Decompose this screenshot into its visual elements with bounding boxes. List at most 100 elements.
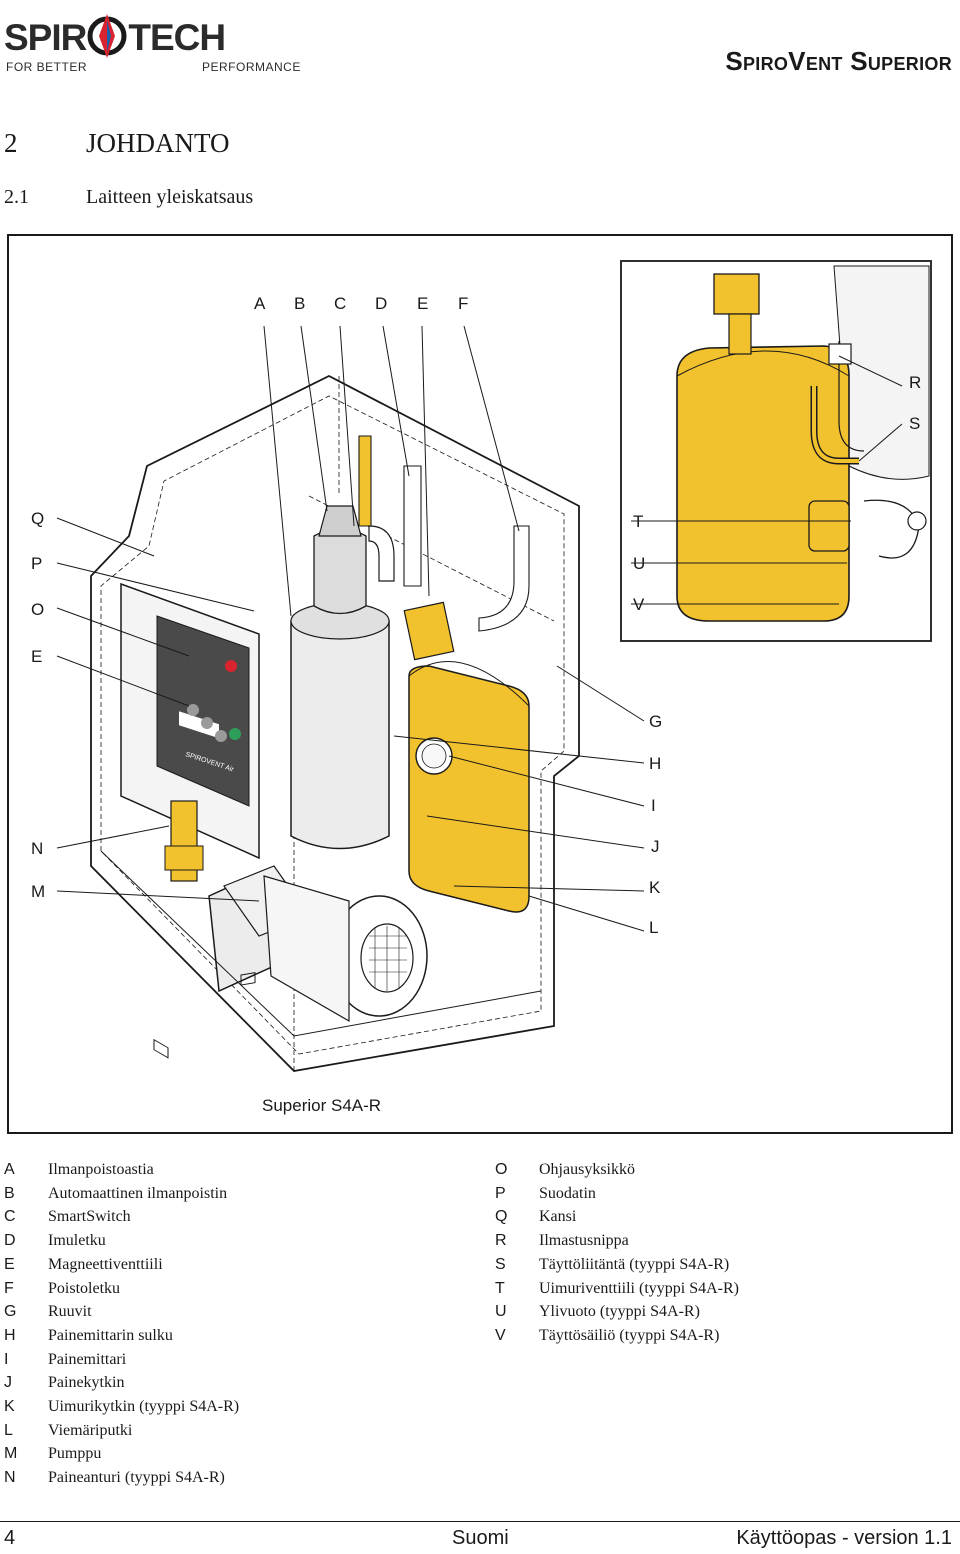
legend-key: T bbox=[495, 1279, 505, 1297]
legend-key: J bbox=[4, 1374, 12, 1392]
fill-tank bbox=[403, 601, 530, 913]
brand-logo: SPIR TECH bbox=[4, 14, 226, 59]
legend-text: Ruuvit bbox=[48, 1303, 92, 1321]
brand-logo-right: TECH bbox=[128, 17, 226, 58]
callout-H: H bbox=[649, 754, 662, 773]
subsection-heading: 2.1 Laitteen yleiskatsaus bbox=[4, 186, 253, 209]
legend-item: O Ohjausyksikkö bbox=[495, 1161, 635, 1179]
callout-V: V bbox=[633, 595, 645, 614]
footer-page-number: 4 bbox=[4, 1527, 16, 1549]
legend-key: G bbox=[4, 1303, 17, 1321]
legend-text: Poistoletku bbox=[48, 1279, 121, 1297]
control-panel: SPIROVENT Air bbox=[120, 582, 260, 860]
callout-F: F bbox=[458, 294, 469, 313]
callout-U: U bbox=[633, 554, 646, 573]
legend-text: Pumppu bbox=[48, 1445, 102, 1463]
callout-N: N bbox=[31, 839, 44, 858]
callout-I: I bbox=[651, 796, 656, 815]
legend-key: R bbox=[495, 1232, 507, 1250]
deaeration-vessel bbox=[290, 435, 530, 850]
legend-text: SmartSwitch bbox=[48, 1208, 131, 1226]
legend-key: N bbox=[4, 1469, 16, 1487]
callout-E-left: E bbox=[31, 647, 43, 666]
brand-tagline-right: PERFORMANCE bbox=[202, 60, 301, 74]
subsection-number: 2.1 bbox=[4, 186, 29, 208]
legend-key: C bbox=[4, 1208, 16, 1226]
legend-item: N Paineanturi (tyyppi S4A-R) bbox=[4, 1469, 225, 1487]
legend-text: Paineanturi (tyyppi S4A-R) bbox=[48, 1469, 225, 1487]
legend-text: Suodatin bbox=[539, 1184, 596, 1202]
inset-detail bbox=[620, 260, 932, 642]
legend-key: K bbox=[4, 1398, 15, 1415]
brand-logo-mark-icon bbox=[87, 14, 127, 58]
callout-O: O bbox=[31, 600, 45, 619]
legend-key: U bbox=[495, 1303, 507, 1321]
callout-P: P bbox=[31, 554, 43, 573]
legend-key: H bbox=[4, 1326, 16, 1344]
legend-key: I bbox=[4, 1350, 9, 1368]
device-illustration: SPIROVENT Air bbox=[56, 260, 932, 1072]
callout-G: G bbox=[649, 712, 663, 731]
subsection-title: Laitteen yleiskatsaus bbox=[86, 186, 254, 208]
legend-text: Imuletku bbox=[48, 1232, 106, 1250]
filter bbox=[164, 800, 204, 882]
callout-L: L bbox=[649, 918, 659, 937]
callout-S: S bbox=[909, 414, 921, 433]
cabinet-inner bbox=[100, 395, 565, 1055]
legend-key: B bbox=[4, 1184, 15, 1202]
brand-tagline-left: FOR BETTER bbox=[6, 60, 88, 74]
legend-item: M Pumppu bbox=[4, 1445, 101, 1463]
leader-lines bbox=[56, 325, 903, 932]
legend-key: Q bbox=[495, 1208, 508, 1226]
callout-M: M bbox=[31, 882, 46, 901]
legend-item: T Uimuriventtiili (tyyppi S4A-R) bbox=[495, 1280, 739, 1298]
legend-item: U Ylivuoto (tyyppi S4A-R) bbox=[495, 1303, 700, 1321]
legend-text: Täyttösäiliö (tyyppi S4A-R) bbox=[539, 1326, 720, 1344]
callout-K: K bbox=[649, 878, 661, 897]
legend-key: M bbox=[4, 1445, 18, 1463]
legend-key: O bbox=[495, 1161, 508, 1178]
callout-A: A bbox=[254, 294, 266, 313]
section-title: JOHDANTO bbox=[86, 128, 230, 158]
legend-text: Ilmastusnippa bbox=[539, 1232, 629, 1250]
legend-item: V Täyttösäiliö (tyyppi S4A-R) bbox=[495, 1327, 719, 1345]
legend-text: Painemittarin sulku bbox=[48, 1326, 173, 1344]
legend-key: F bbox=[4, 1279, 14, 1297]
legend-item: F Poistoletku bbox=[4, 1280, 120, 1298]
legend-text: Uimuriventtiili (tyyppi S4A-R) bbox=[539, 1279, 739, 1297]
legend-item: J Painekytkin bbox=[4, 1374, 124, 1392]
legend-text: Ylivuoto (tyyppi S4A-R) bbox=[539, 1303, 700, 1321]
footer-language: Suomi bbox=[452, 1527, 509, 1549]
callout-Q: Q bbox=[31, 509, 45, 528]
legend-text: Ohjausyksikkö bbox=[539, 1161, 635, 1178]
footer-manual-version: Käyttöopas - version 1.1 bbox=[736, 1527, 952, 1549]
legend-key: V bbox=[495, 1326, 506, 1344]
brand-tagline: FOR BETTER PERFORMANCE bbox=[6, 60, 301, 74]
legend-key: A bbox=[4, 1161, 15, 1178]
legend-key: S bbox=[495, 1255, 506, 1273]
product-title: SpiroVent Superior bbox=[725, 46, 952, 76]
legend-item: I Painemittari bbox=[4, 1351, 126, 1369]
legend-item: R Ilmastusnippa bbox=[495, 1232, 629, 1250]
legend-key: D bbox=[4, 1232, 16, 1250]
legend-text: Painemittari bbox=[48, 1350, 127, 1368]
section-heading: 2 JOHDANTO bbox=[4, 128, 230, 159]
footer-divider bbox=[0, 1521, 960, 1522]
brand-logo-left: SPIR bbox=[4, 17, 87, 58]
legend-text: Painekytkin bbox=[48, 1374, 125, 1392]
callout-D: D bbox=[375, 294, 388, 313]
pump bbox=[208, 865, 428, 1023]
legend-item: H Painemittarin sulku bbox=[4, 1327, 173, 1345]
legend-item: C SmartSwitch bbox=[4, 1208, 131, 1226]
section-number: 2 bbox=[4, 128, 18, 158]
callout-J: J bbox=[651, 837, 660, 856]
legend-key: E bbox=[4, 1255, 15, 1273]
